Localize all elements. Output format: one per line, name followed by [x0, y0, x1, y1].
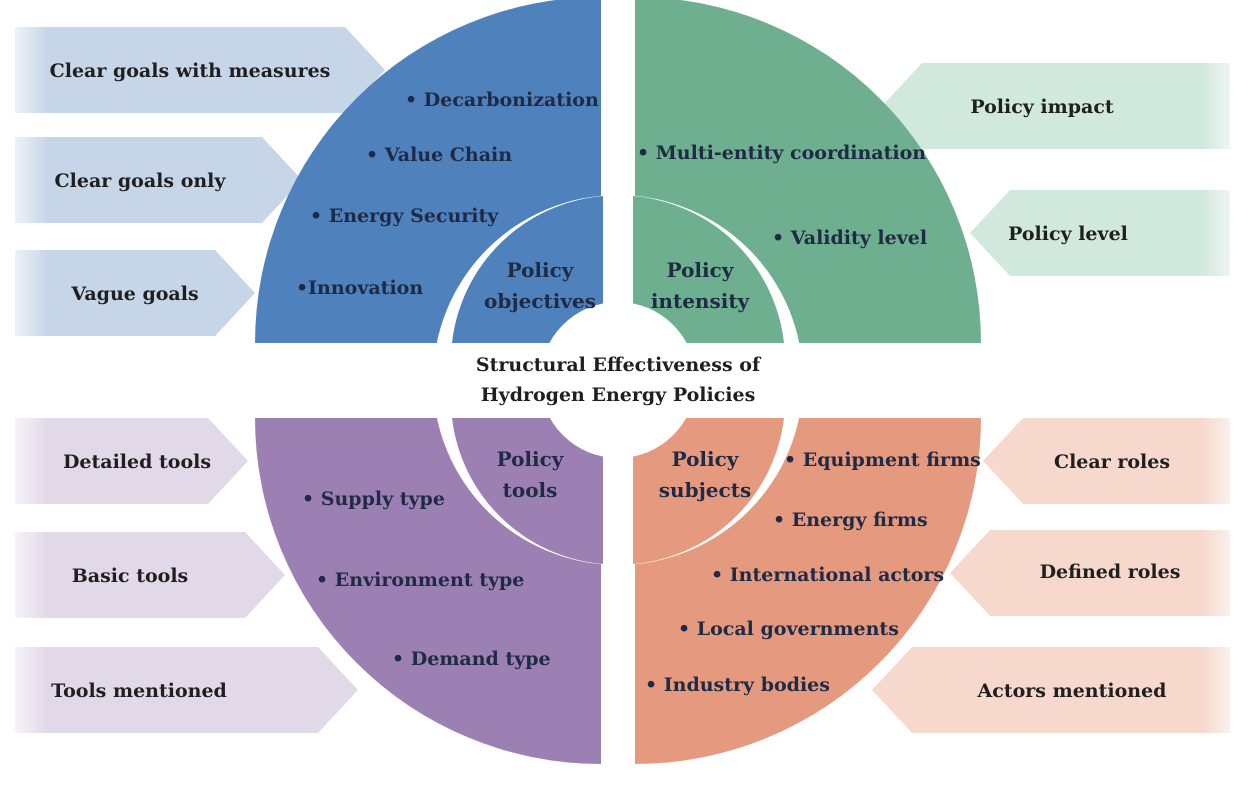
bullet-energy-firms: • Energy firms: [773, 509, 928, 531]
quadrant-subjects-inner: [633, 418, 784, 564]
label-policy-intensity-2: intensity: [651, 289, 751, 313]
quadrant-objectives-inner: [452, 196, 603, 343]
right-arrows: [872, 63, 1230, 733]
arrow-label-vague-goals: Vague goals: [70, 283, 198, 305]
center-title-line2: Hydrogen Energy Policies: [481, 384, 756, 406]
quadrant-intensity-inner: [633, 196, 784, 343]
left-arrows: [15, 27, 385, 733]
arrow-tools-mentioned: [15, 647, 358, 733]
bullet-supply-type: • Supply type: [302, 488, 445, 510]
arrow-clear-goals-with-measures: [15, 27, 385, 113]
arrow-label-clear-goals-only: Clear goals only: [55, 170, 227, 192]
label-policy-tools-2: tools: [503, 478, 558, 502]
arrow-clear-goals-only: [15, 137, 302, 223]
bullet-demand-type: • Demand type: [392, 648, 551, 670]
bullet-international-actors: • International actors: [711, 564, 944, 586]
bullet-industry-bodies: • Industry bodies: [645, 674, 830, 696]
arrow-label-detailed-tools: Detailed tools: [63, 451, 211, 473]
label-policy-objectives-2: objectives: [484, 289, 596, 313]
arrow-policy-impact: [882, 63, 1230, 149]
bullet-multi-entity-coordination: • Multi-entity coordination: [637, 142, 926, 164]
bullet-local-governments: • Local governments: [678, 618, 899, 640]
arrow-label-basic-tools: Basic tools: [72, 565, 189, 587]
arrow-label-policy-impact: Policy impact: [970, 96, 1114, 118]
label-policy-intensity-1: Policy: [667, 258, 735, 282]
bullet-equipment-firms: • Equipment firms: [784, 449, 981, 471]
arrow-label-defined-roles: Defined roles: [1040, 561, 1181, 583]
arrow-label-clear-goals-with-measures: Clear goals with measures: [50, 60, 331, 82]
center-circle: [540, 302, 696, 458]
arrow-label-tools-mentioned: Tools mentioned: [51, 680, 227, 702]
arrow-basic-tools: [15, 532, 285, 618]
arrow-policy-level: [970, 190, 1230, 276]
arrow-detailed-tools: [15, 418, 248, 504]
center-title-line1: Structural Effectiveness of: [476, 354, 762, 376]
bullet-decarbonization: • Decarbonization: [405, 89, 599, 111]
label-policy-tools-1: Policy: [497, 447, 565, 471]
bullet-value-chain: • Value Chain: [366, 144, 512, 166]
arrow-vague-goals: [15, 250, 255, 336]
bullet-energy-security: • Energy Security: [310, 205, 499, 227]
bullet-environment-type: • Environment type: [316, 569, 524, 591]
arrow-label-clear-roles: Clear roles: [1054, 451, 1170, 473]
arrow-label-actors-mentioned: Actors mentioned: [977, 680, 1167, 702]
label-policy-objectives-1: Policy: [507, 258, 575, 282]
quadrant-tools-inner: [452, 418, 603, 564]
arrow-defined-roles: [950, 530, 1230, 616]
arrow-clear-roles: [983, 418, 1230, 504]
label-policy-subjects-2: subjects: [659, 478, 751, 502]
arrow-actors-mentioned: [872, 647, 1230, 733]
arrow-label-policy-level: Policy level: [1008, 223, 1128, 245]
bullet-validity-level: • Validity level: [772, 227, 927, 249]
label-policy-subjects-1: Policy: [672, 447, 740, 471]
bullet-innovation: •Innovation: [296, 277, 423, 299]
